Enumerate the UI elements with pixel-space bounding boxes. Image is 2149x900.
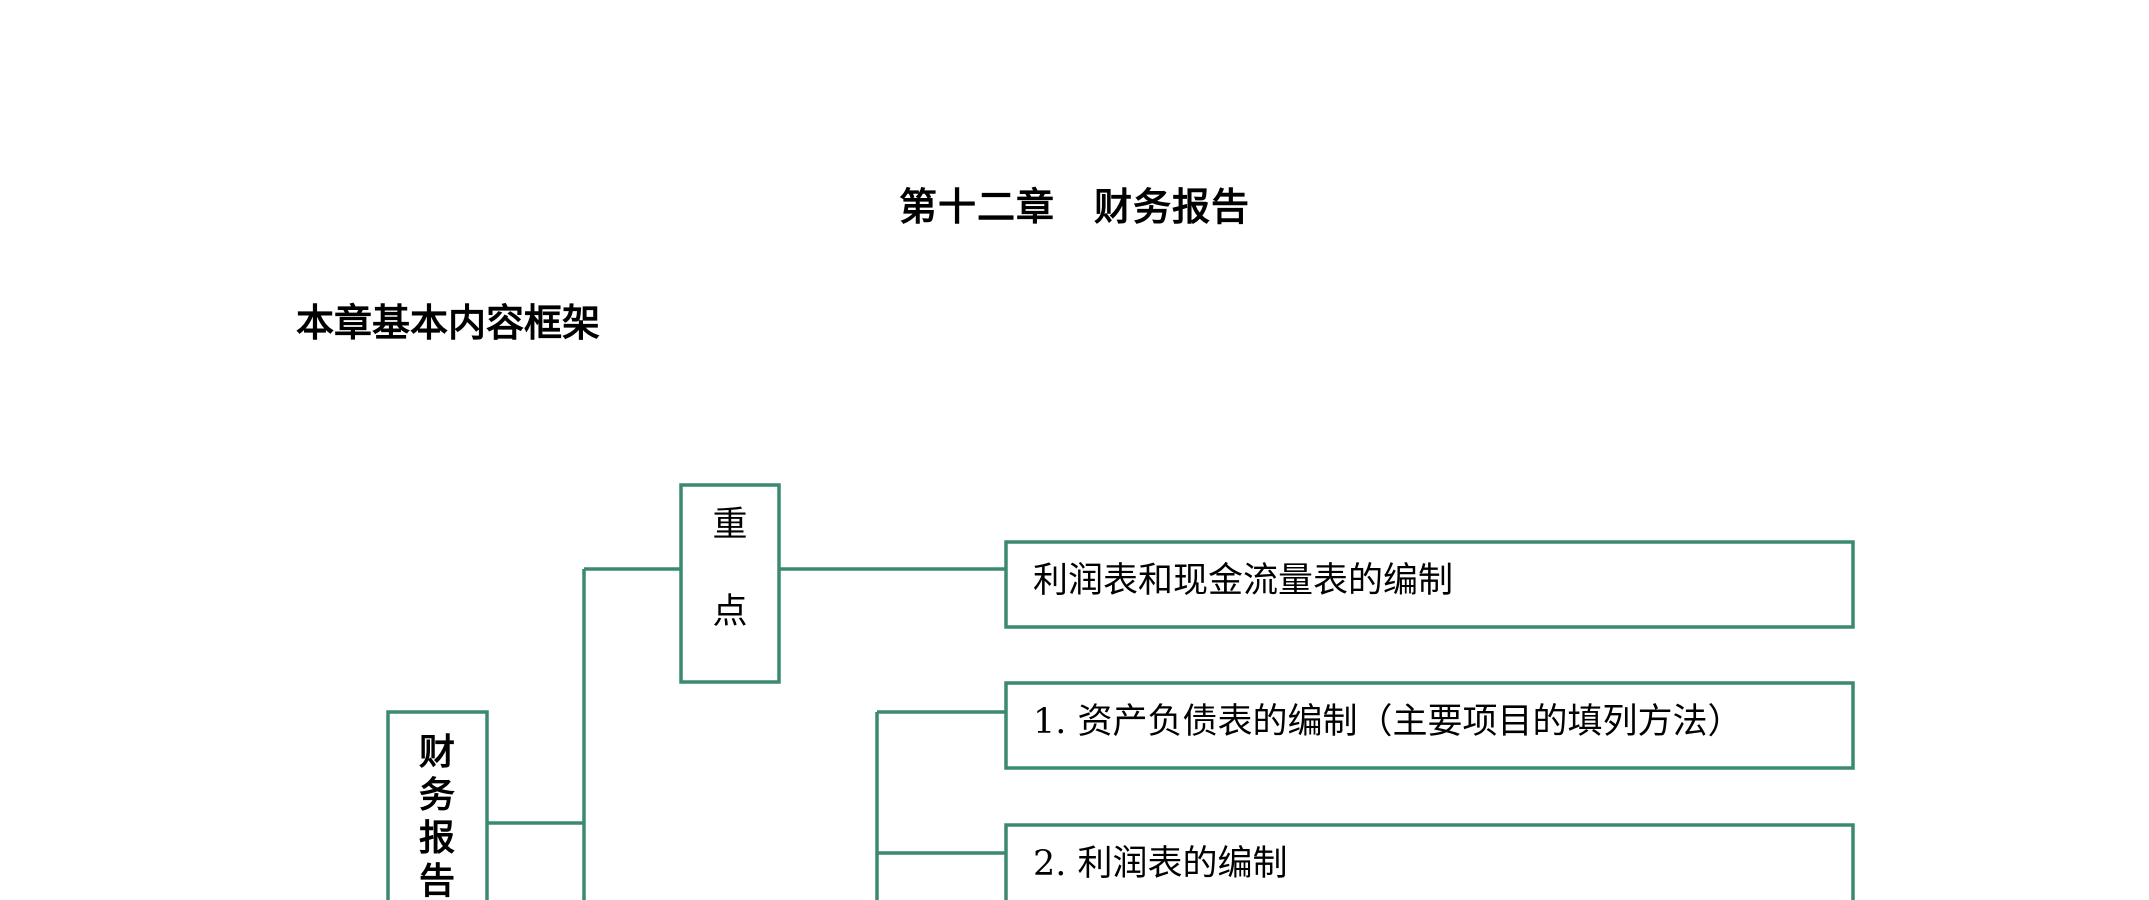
chapter-title: 第十二章 财务报告 [898,184,1250,229]
root-char-1: 财 [419,731,455,773]
root-char-3: 报 [419,817,455,859]
key-points-char-2: 点 [712,592,747,632]
content-item-2-label: 2. 利润表的编制 [1033,844,1288,884]
key-point-item-box [1004,540,1855,629]
content-item-2-box [1004,823,1855,900]
root-char-2: 务 [419,774,455,816]
content-item-1-label: 1. 资产负债表的编制（主要项目的填列方法） [1033,702,1743,742]
content-item-1-box [1004,681,1855,770]
root-box [386,710,489,900]
root-char-4: 告 [419,860,455,900]
key-points-box [679,483,781,684]
key-point-item-label: 利润表和现金流量表的编制 [1033,561,1453,601]
key-points-char-1: 重 [712,505,747,545]
section-heading: 本章基本内容框架 [296,300,601,345]
